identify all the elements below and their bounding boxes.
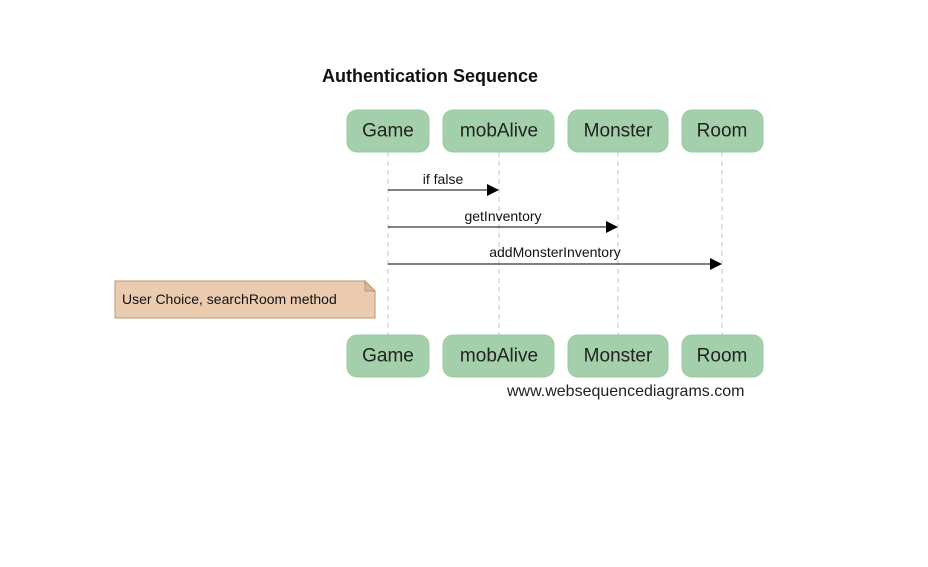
participant-box (346, 334, 430, 378)
participant-label: Room (697, 121, 748, 142)
participant-box (567, 109, 669, 153)
participant-room-bottom: Room (681, 334, 764, 378)
note-box (114, 280, 376, 319)
watermark-link[interactable]: www.websequencediagrams.com (506, 383, 744, 400)
diagram-title: Authentication Sequence (322, 66, 538, 86)
participant-box (346, 109, 430, 153)
participant-label: Game (362, 346, 414, 367)
participant-box (567, 334, 669, 378)
arrowhead (487, 184, 499, 196)
participant-monster-bottom: Monster (567, 334, 669, 378)
message-if-false: if false (388, 171, 499, 196)
participant-label: mobAlive (460, 346, 538, 367)
note-text: User Choice, searchRoom method (122, 291, 337, 307)
message-get-inventory: getInventory (388, 208, 618, 233)
arrowhead (606, 221, 618, 233)
participant-mobalive-top: mobAlive (442, 109, 555, 153)
participant-room-top: Room (681, 109, 764, 153)
participant-label: Room (697, 346, 748, 367)
message-label: addMonsterInventory (489, 244, 621, 260)
participant-label: Monster (584, 121, 653, 142)
lifelines (387, 152, 723, 336)
participant-box (442, 334, 555, 378)
participant-label: mobAlive (460, 121, 538, 142)
participant-game-bottom: Game (346, 334, 430, 378)
message-add-monster-inventory: addMonsterInventory (388, 244, 722, 270)
participant-monster-top: Monster (567, 109, 669, 153)
arrowhead (710, 258, 722, 270)
note-fold-corner (364, 279, 377, 292)
message-label: if false (423, 171, 464, 187)
message-label: getInventory (464, 208, 541, 224)
participant-box (442, 109, 555, 153)
note: User Choice, searchRoom method (114, 279, 377, 319)
participant-mobalive-bottom: mobAlive (442, 334, 555, 378)
participant-box (681, 109, 764, 153)
participant-label: Monster (584, 346, 653, 367)
participant-game-top: Game (346, 109, 430, 153)
participant-box (681, 334, 764, 378)
participant-label: Game (362, 121, 414, 142)
